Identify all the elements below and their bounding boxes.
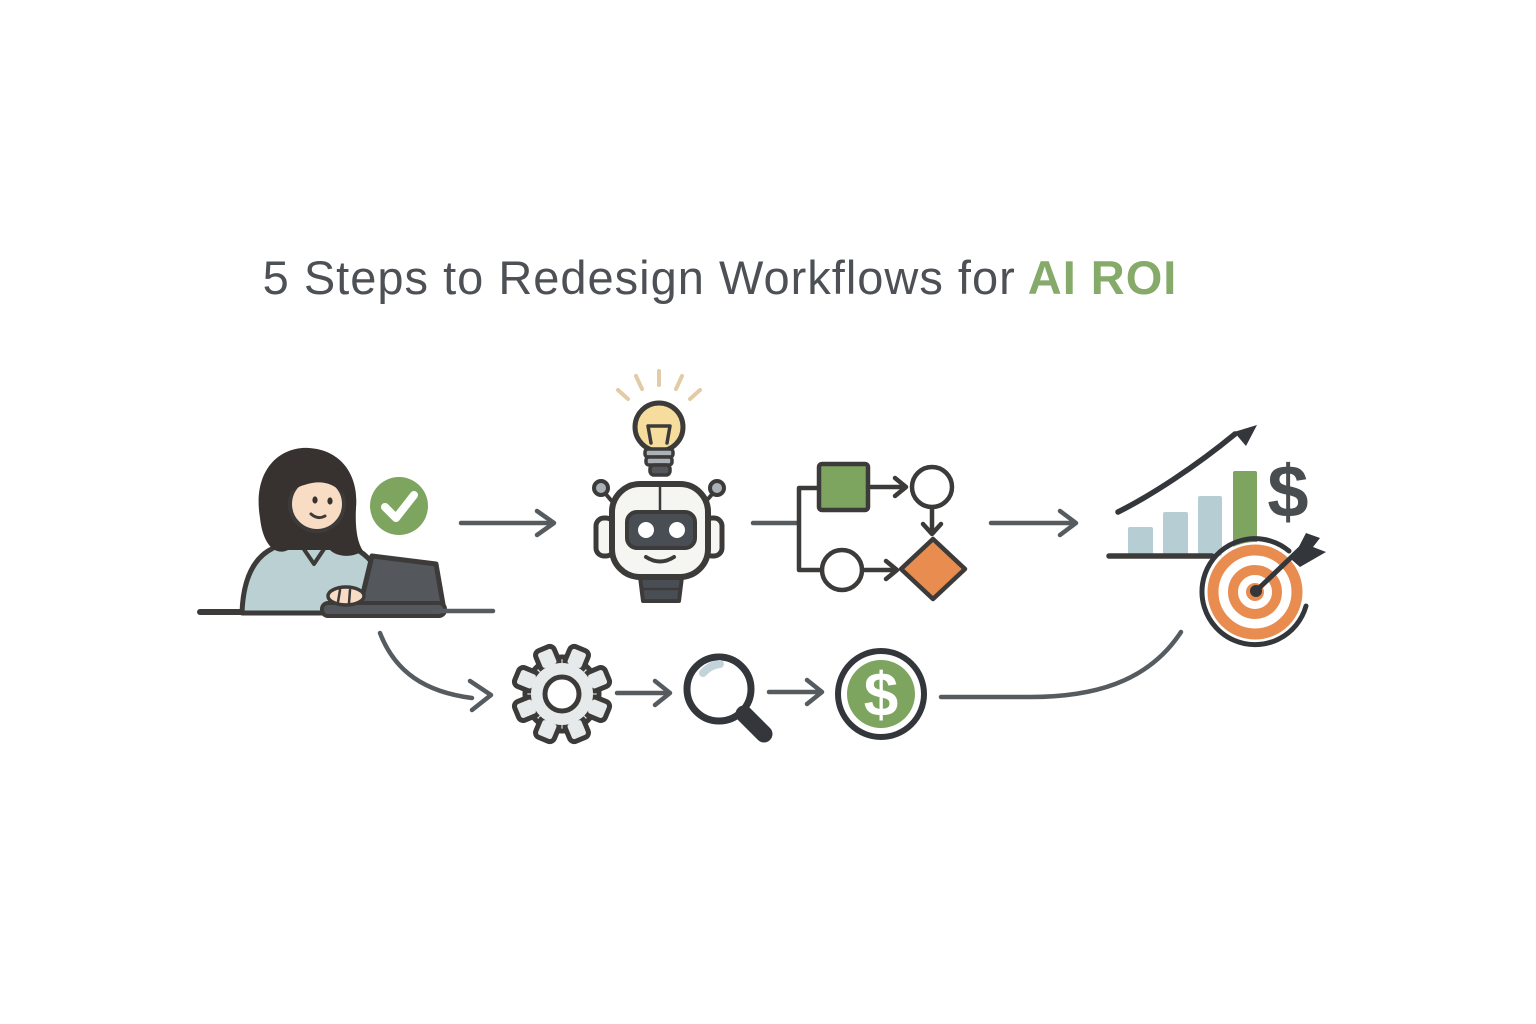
arrow-gear-to-magnifier xyxy=(614,678,673,708)
bar-1 xyxy=(1128,527,1153,556)
target-outer-ring xyxy=(1199,536,1309,648)
flowchart-arrow2-head xyxy=(920,521,944,537)
arrow-person-to-robot xyxy=(458,508,557,538)
bulb-rays xyxy=(616,369,702,401)
magnifier-handle xyxy=(735,705,773,743)
person-eye-left xyxy=(312,496,318,504)
arrow-head xyxy=(652,678,673,708)
bulb-tip xyxy=(648,463,672,477)
coin-inner xyxy=(847,660,915,728)
robot-smile xyxy=(644,555,676,564)
target-orange-ring-inner xyxy=(1228,565,1282,619)
magnifier-shine xyxy=(699,660,724,677)
check-mark xyxy=(381,491,418,522)
magnifier-icon xyxy=(683,653,773,743)
bar-2 xyxy=(1163,512,1188,556)
robot-icon xyxy=(592,479,726,603)
arrow-magnifier-to-coin xyxy=(766,677,825,707)
flowchart-green-square xyxy=(816,461,871,513)
curve-head xyxy=(467,678,494,713)
person-eye-right xyxy=(327,497,333,505)
person-fingers xyxy=(336,588,352,605)
robot-eye-left xyxy=(638,522,654,538)
curve-person-to-gear xyxy=(377,630,494,713)
dollar-sign: $ xyxy=(1267,450,1308,533)
check-circle-bg xyxy=(370,477,428,535)
bar-4-green xyxy=(1233,471,1257,547)
flowchart-branch-lines xyxy=(796,485,824,573)
flowchart-icon xyxy=(796,461,968,602)
coin-dollar-sign: $ xyxy=(864,661,898,730)
arrow-head xyxy=(804,677,825,707)
antenna-right-ball xyxy=(708,479,726,497)
arrow-head xyxy=(1057,508,1079,538)
robot-visor xyxy=(625,510,697,550)
target-bullseye-icon xyxy=(1199,533,1326,648)
gear-icon xyxy=(511,643,613,745)
arrow-head xyxy=(534,508,557,538)
flowchart-circle-bottom xyxy=(819,547,865,593)
gear-hole xyxy=(542,674,582,714)
dart-fletching xyxy=(1292,533,1326,567)
flowchart-orange-diamond xyxy=(898,536,968,602)
robot-eye-right xyxy=(669,522,685,538)
person-at-laptop-icon xyxy=(197,447,496,618)
person-hair-fringe xyxy=(292,471,343,494)
growth-chart-icon: $ xyxy=(1106,425,1309,559)
curve-coin-to-target xyxy=(938,629,1184,700)
flowchart-arrow1-head xyxy=(892,475,909,499)
bar-3 xyxy=(1198,496,1222,556)
dart-shaft xyxy=(1253,545,1304,594)
dollar-coin-icon: $ xyxy=(835,648,927,740)
arrow-flowchart-to-chart xyxy=(988,508,1079,538)
person-hand xyxy=(326,585,366,607)
robot-idea-icon xyxy=(592,369,726,603)
growth-curve xyxy=(1115,431,1238,515)
dart-tip-dot xyxy=(1250,585,1262,597)
antenna-left-ball xyxy=(592,479,610,497)
person-smile xyxy=(309,512,327,520)
growth-arrow-head xyxy=(1234,425,1257,446)
target-orange-ring-outer xyxy=(1207,544,1303,640)
flowchart-circle-top xyxy=(909,464,955,510)
flowchart-arrow3-head xyxy=(883,558,900,582)
title-text: 5 Steps to Redesign Workflows for xyxy=(262,251,1016,304)
lightbulb-icon xyxy=(616,369,702,477)
title-accent-text: AI ROI xyxy=(1027,251,1178,304)
check-circle-icon xyxy=(370,477,428,535)
bulb-filament xyxy=(646,424,672,445)
curve-shaft xyxy=(377,630,475,701)
